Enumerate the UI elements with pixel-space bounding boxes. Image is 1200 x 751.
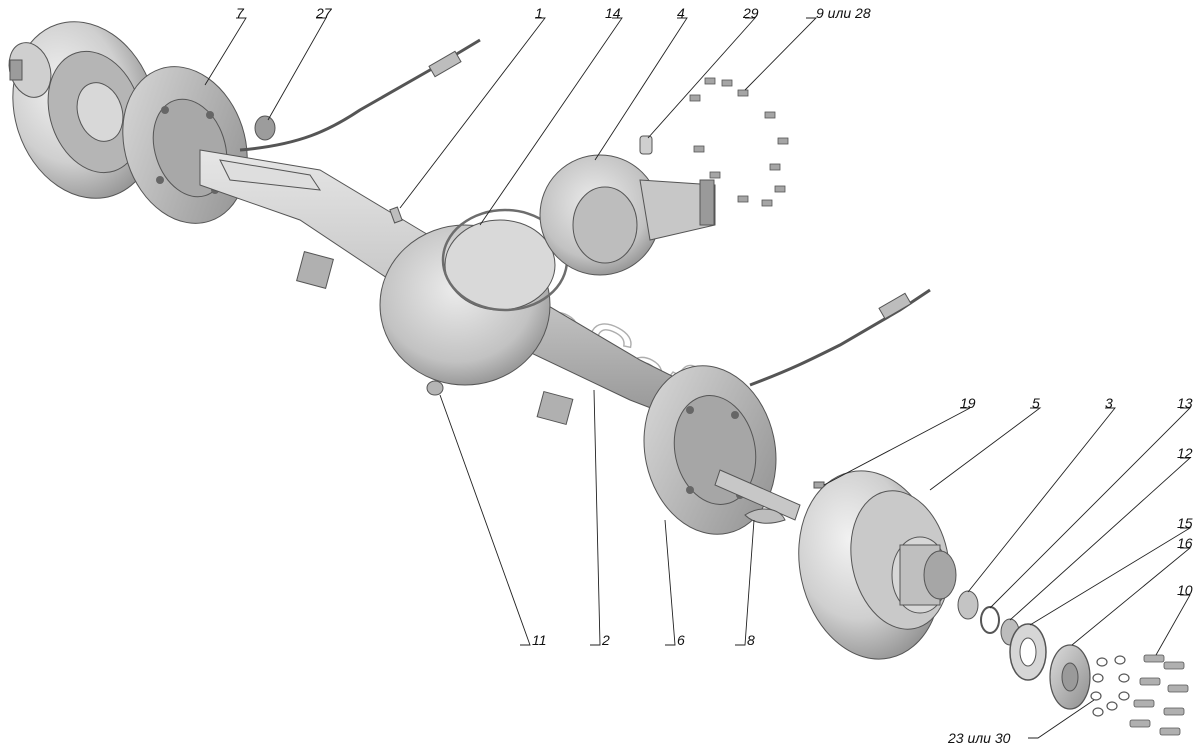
bolt-set-upper	[689, 77, 789, 207]
lock-washer-13	[980, 606, 1000, 634]
label-9-or-28: 9 или 28	[816, 5, 871, 21]
differential-assembly	[539, 154, 716, 276]
leader-lines	[204, 17, 1192, 739]
gasket-15	[1009, 623, 1047, 681]
label-10: 10	[1177, 582, 1193, 598]
label-14: 14	[605, 5, 621, 21]
drain-plug-11	[426, 380, 444, 396]
lock-nut-3	[957, 590, 979, 620]
label-29: 29	[742, 5, 759, 21]
label-13: 13	[1177, 395, 1193, 411]
left-hub	[8, 42, 52, 98]
label-2: 2	[601, 632, 610, 648]
label-16: 16	[1177, 535, 1193, 551]
label-12: 12	[1177, 445, 1193, 461]
label-15: 15	[1177, 515, 1193, 531]
label-6: 6	[677, 632, 685, 648]
plug-27	[254, 115, 276, 141]
label-23-or-30: 23 или 30	[947, 730, 1011, 746]
label-11: 11	[532, 632, 547, 648]
axle-shaft-flange-16	[1049, 644, 1091, 710]
axle-housing-bowl	[379, 219, 556, 386]
label-27: 27	[315, 5, 333, 21]
parking-brake-cable-right	[749, 288, 931, 387]
oil-deflector-8	[744, 508, 786, 524]
label-8: 8	[747, 632, 755, 648]
breather-1	[389, 206, 403, 224]
washer-29	[639, 135, 653, 155]
bolt-set-10	[1129, 654, 1189, 736]
label-1: 1	[535, 5, 543, 21]
label-7: 7	[236, 5, 245, 21]
label-4: 4	[677, 5, 685, 21]
label-19: 19	[960, 395, 976, 411]
right-hub	[891, 536, 957, 614]
label-3: 3	[1105, 395, 1113, 411]
axle-shaft-right	[714, 469, 801, 521]
washer-set-23-30	[1090, 655, 1130, 717]
parking-brake-cable-left	[239, 38, 481, 152]
label-5: 5	[1032, 395, 1040, 411]
